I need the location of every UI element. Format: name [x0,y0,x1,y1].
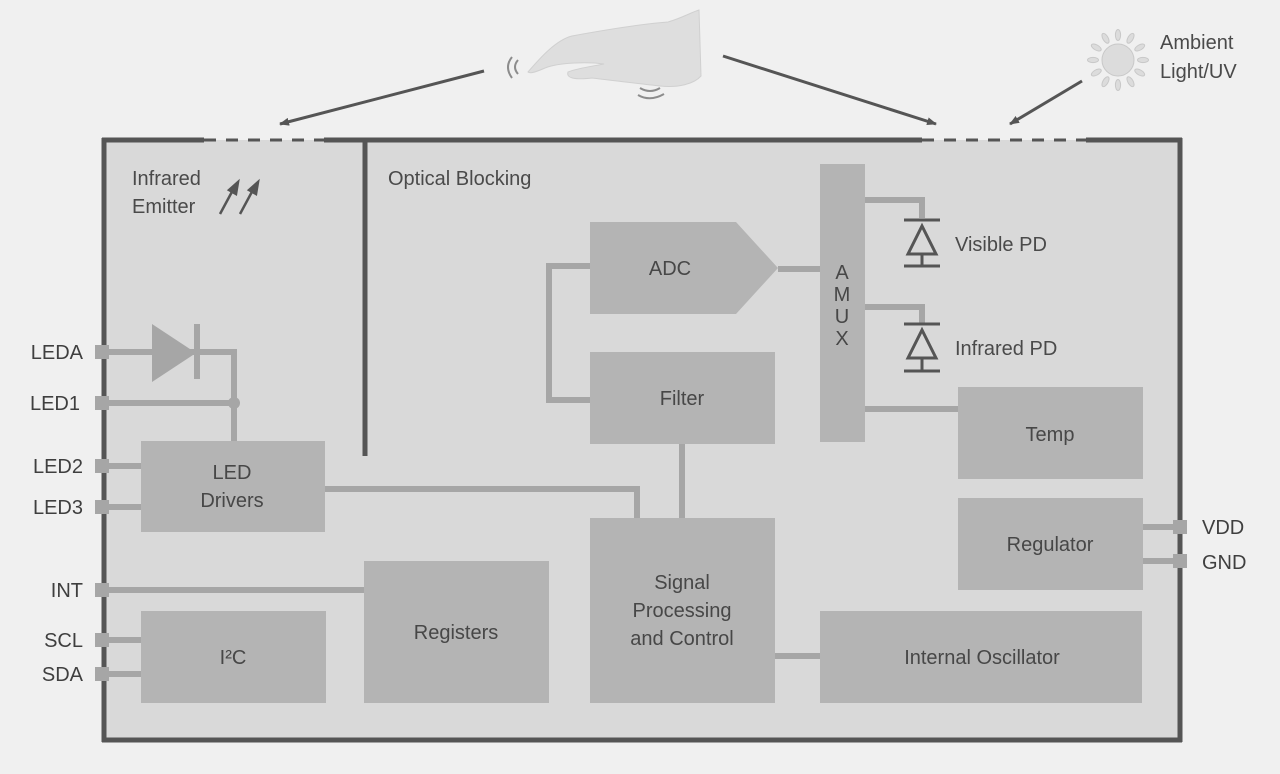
registers-block [364,561,549,703]
pin-led1 [95,396,109,410]
pin-label-led1: LED1 [30,393,80,415]
pin-sda [95,667,109,681]
infrared-photodiode-icon [904,322,940,373]
regulator-block [958,498,1143,590]
ambient-arrow-to-sensor [1009,79,1083,126]
pin-label-int: INT [51,580,83,602]
led-drivers-label-line2: Drivers [200,490,263,512]
led-drivers-block [141,441,325,532]
led-diode-icon [152,324,200,382]
proximity-arrow-to-sensor [722,54,937,126]
ambient-light-label-line2: Light/UV [1160,61,1237,83]
optical-blocking-label: Optical Blocking [388,168,531,190]
amux-block [820,164,865,442]
pin-label-led2: LED2 [33,456,83,478]
chip-border [101,137,1183,743]
infrared-emitter-label-line2: Emitter [132,196,196,218]
infrared-emitter-label-line1: Infrared [132,168,201,190]
signal-processing-label-line1: Signal [654,572,710,594]
regulator-label: Regulator [1007,534,1094,556]
hand-icon [507,9,702,100]
amux-letter: X [835,328,848,350]
pin-label-scl: SCL [44,630,83,652]
infrared-pd-label: Infrared PD [955,338,1057,360]
amux-letter: A [835,262,849,284]
adc-label: ADC [649,258,691,280]
temp-block [958,387,1143,479]
amux-letter: U [835,306,849,328]
visible-pd-label: Visible PD [955,234,1047,256]
proximity-arrow-to-emitter [279,69,485,126]
filter-block [590,352,775,444]
pin-vdd [1173,520,1187,534]
pin-label-vdd: VDD [1202,517,1244,539]
pin-led3 [95,500,109,514]
sun-icon [1087,29,1149,91]
adc-block [590,222,778,314]
signal-processing-block [590,518,775,703]
amux-letter: M [834,284,851,306]
pin-leda [95,345,109,359]
registers-label: Registers [414,622,498,644]
led-drivers-label-line1: LED [213,462,252,484]
pin-label-led3: LED3 [33,497,83,519]
pin-label-sda: SDA [42,664,84,686]
i2c-label: I²C [220,647,247,669]
visible-photodiode-icon [904,218,940,268]
led-junction-dot [228,397,240,409]
filter-label: Filter [660,388,705,410]
internal-oscillator-block [820,611,1142,703]
pin-int [95,583,109,597]
pin-label-gnd: GND [1202,552,1246,574]
pin-led2 [95,459,109,473]
internal-oscillator-label: Internal Oscillator [904,647,1060,669]
signal-processing-label-line2: Processing [633,600,732,622]
signal-processing-label-line3: and Control [630,628,733,650]
pin-gnd [1173,554,1187,568]
pin-scl [95,633,109,647]
ir-emission-arrows-icon [218,178,260,215]
ambient-light-label-line1: Ambient [1160,32,1234,54]
wiring [103,197,1180,677]
pin-label-leda: LEDA [31,342,84,364]
i2c-block [141,611,326,703]
temp-label: Temp [1026,424,1075,446]
